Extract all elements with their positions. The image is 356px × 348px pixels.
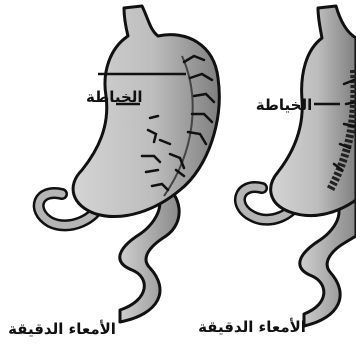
- right-suture-label: الخياطة: [256, 96, 313, 114]
- left-stomach-body: [73, 6, 219, 217]
- left-intestine-label: الأمعاء الدقيقة: [8, 320, 116, 338]
- right-stomach-illustration: [240, 6, 356, 326]
- right-intestine-label: الأمعاء الدقيقة: [198, 318, 306, 336]
- left-suture-label: الخياطة: [86, 88, 143, 106]
- left-stomach-illustration: [39, 6, 220, 322]
